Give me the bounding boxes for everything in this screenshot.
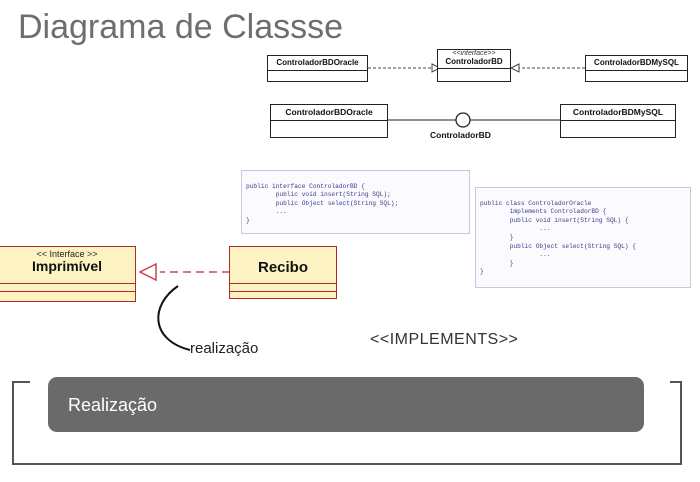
- interface-name: Imprimível: [31, 258, 103, 274]
- class-divider: [561, 120, 675, 121]
- lollipop-interface-label: ControladorBD: [430, 130, 491, 140]
- class-divider: [268, 70, 367, 71]
- code-line: }: [480, 233, 514, 241]
- class-box-controlador-oracle: ControladorBDOracle: [267, 55, 368, 82]
- compartment-divider: [230, 291, 336, 292]
- footer-label-text: Realização: [68, 395, 158, 415]
- code-line: implements ControladorBD {: [480, 208, 607, 216]
- interface-name: ControladorBD: [445, 57, 503, 66]
- class-box-recibo: Recibo: [229, 246, 337, 299]
- code-line: public class ControladorOracle: [480, 199, 592, 207]
- code-line: ...: [480, 251, 551, 259]
- implements-label: <<IMPLEMENTS>>: [370, 331, 519, 348]
- class-name: ControladorBDOracle: [285, 107, 373, 117]
- class-name: Recibo: [257, 259, 308, 276]
- code-line: public interface ControladorBD {: [246, 182, 365, 190]
- interface-box-controladorbd: <<interface>> ControladorBD: [437, 49, 511, 82]
- compartment-divider: [230, 283, 336, 284]
- annotation-pointer: [157, 285, 191, 351]
- slide-title: Diagrama de Classse: [18, 8, 344, 46]
- compartment-divider: [0, 291, 135, 292]
- interface-box-imprimivel: << Interface >> Imprimível: [0, 246, 136, 302]
- code-line: }: [480, 268, 484, 276]
- realization-arrowhead-left: [431, 63, 442, 73]
- class-box-controlador-mysql: ControladorBDMySQL: [585, 55, 688, 82]
- code-snippet-class: public class ControladorOracle implement…: [475, 187, 691, 288]
- class-name: ControladorBDOracle: [276, 58, 359, 67]
- code-line: }: [246, 216, 250, 224]
- class-name: ControladorBDMySQL: [572, 107, 664, 117]
- interface-stereotype: << Interface >>: [36, 249, 98, 259]
- code-line: public Object select(String SQL) {: [480, 242, 636, 250]
- code-line: public void insert(String SQL);: [246, 191, 391, 199]
- code-line: public Object select(String SQL);: [246, 199, 399, 207]
- code-line: ...: [480, 225, 551, 233]
- footer-section-label: Realização: [48, 377, 644, 432]
- class-divider: [271, 120, 387, 121]
- code-snippet-interface: public interface ControladorBD { public …: [241, 170, 470, 234]
- compartment-divider: [0, 283, 135, 284]
- example-arrowhead: [138, 262, 157, 282]
- lollipop-class-mysql: ControladorBDMySQL: [560, 104, 676, 138]
- annotation-label: realização: [190, 340, 259, 357]
- lollipop-circle: [455, 112, 471, 128]
- code-line: ...: [246, 208, 287, 216]
- realization-arrowhead-right: [509, 63, 520, 73]
- interface-stereotype: <<interface>>: [452, 50, 496, 57]
- interface-divider: [438, 68, 510, 69]
- code-line: public void insert(String SQL) {: [480, 216, 629, 224]
- class-divider: [586, 70, 687, 71]
- code-line: }: [480, 259, 514, 267]
- lollipop-class-oracle: ControladorBDOracle: [270, 104, 388, 138]
- class-name: ControladorBDMySQL: [594, 58, 679, 67]
